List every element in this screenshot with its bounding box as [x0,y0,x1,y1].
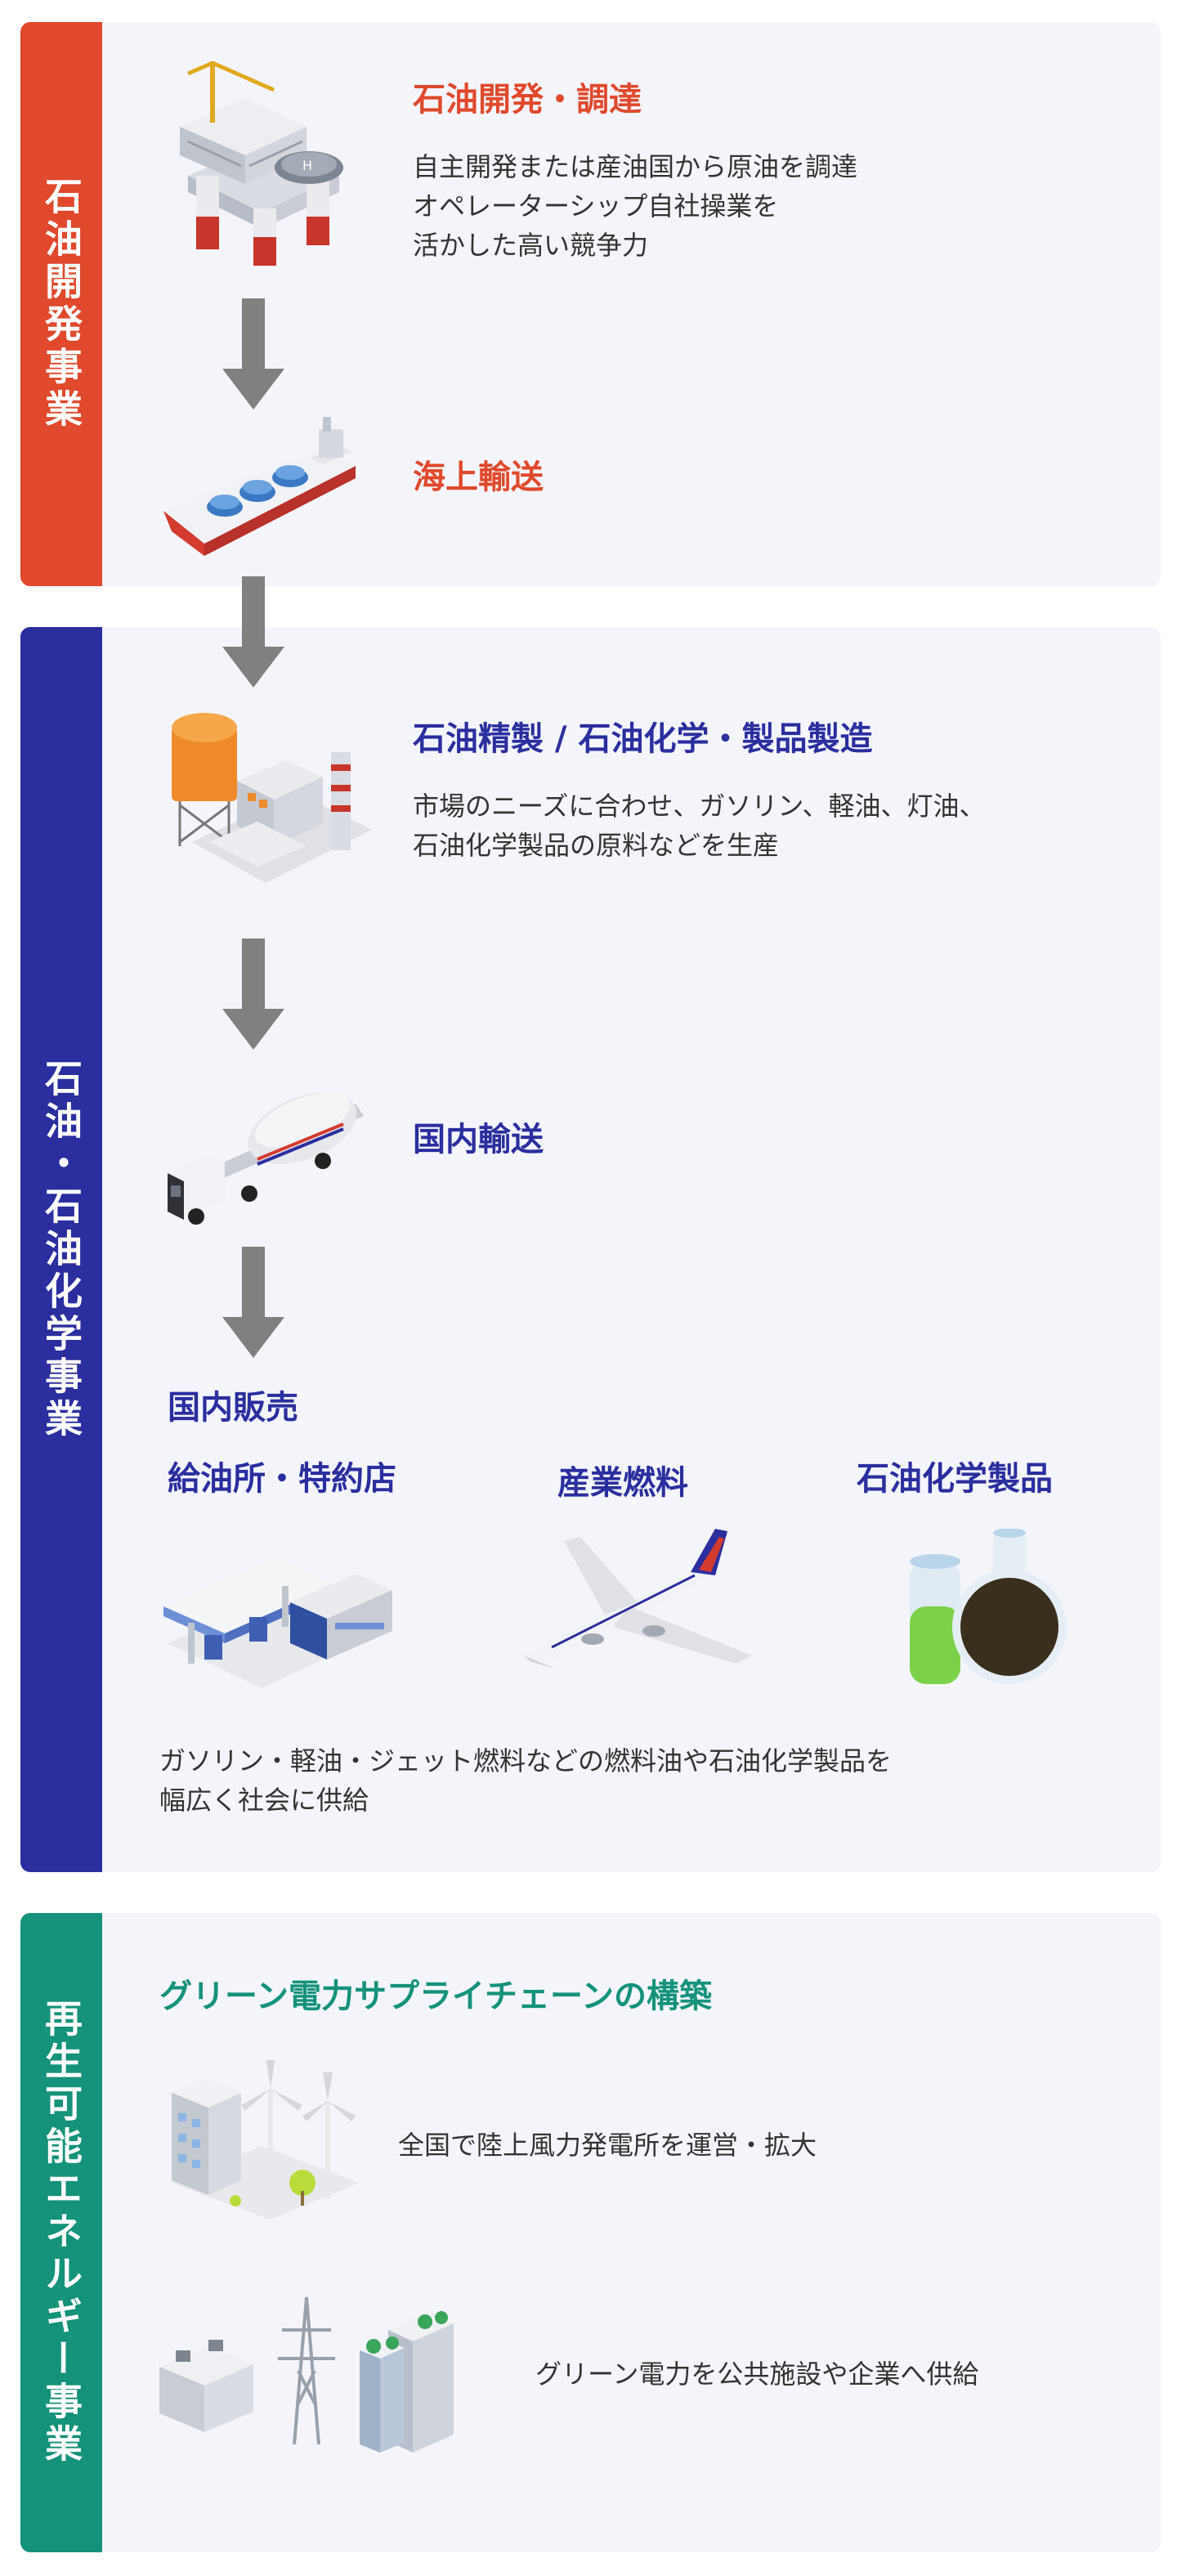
domestic-transport-title: 国内輸送 [413,1121,544,1158]
refining-title: 石油精製 / 石油化学・製品製造 [413,720,873,758]
oil-development-band: 石油開発事業 [20,22,102,586]
refining-line: 石油化学製品の原料などを生産 [413,830,780,861]
flow-arrow-icon [222,298,284,410]
airplane-icon [523,1529,752,1669]
procurement-line: オペレーターシップ自社操業を [413,190,779,222]
domestic-sales-line: 幅広く社会に供給 [159,1785,369,1816]
domestic-sales-line: ガソリン・軽油・ジェット燃料などの燃料油や石油化学製品を [159,1745,893,1776]
petroleum-band-label: 石油・石油化学事業 [39,1058,83,1441]
gas-station-icon [163,1557,392,1688]
renewable-band-label: 再生可能エネルギー事業 [39,1999,83,2466]
sea-transport-title: 海上輸送 [413,459,544,496]
wind-farm-icon [172,2060,360,2220]
flow-arrow-icon [222,939,284,1050]
renewable-item-supply: グリーン電力を公共施設や企業へ供給 [535,2359,979,2390]
tanker-truck-icon [168,1092,364,1225]
refinery-icon [172,713,372,883]
tanker-ship-icon [163,417,356,556]
refining-line: 市場のニーズに合わせ、ガソリン、軽油、灯油、 [413,791,986,822]
renewable-panel: 再生可能エネルギー事業 [20,1913,1161,2552]
renewable-title: グリーン電力サプライチェーンの構築 [159,1978,712,2015]
offshore-platform-icon: H [180,60,343,266]
flow-arrow-icon [222,576,284,688]
procurement-line: 活かした高い競争力 [413,230,649,261]
domestic-sales-description: ガソリン・軽油・ジェット燃料などの燃料油や石油化学製品を 幅広く社会に供給 [159,1741,892,1820]
flow-arrow-icon [222,1247,284,1358]
svg-text:H: H [302,158,312,173]
channel-gas-station-label: 給油所・特約店 [168,1460,396,1498]
renewable-item-wind: 全国で陸上風力発電所を運営・拡大 [398,2130,817,2161]
oil-development-band-label: 石油開発事業 [39,177,83,432]
procurement-line: 自主開発または産油国から原油を調達 [413,151,858,182]
chemical-flasks-icon [910,1529,1067,1684]
renewable-band: 再生可能エネルギー事業 [20,1913,102,2552]
petroleum-band: 石油・石油化学事業 [20,627,102,1872]
refining-description: 市場のニーズに合わせ、ガソリン、軽油、灯油、 石油化学製品の原料などを生産 [413,786,985,865]
power-supply-icon [159,2296,454,2453]
channel-petrochemical-label: 石油化学製品 [857,1460,1053,1498]
domestic-sales-title: 国内販売 [168,1389,298,1427]
channel-industrial-fuel-label: 産業燃料 [557,1464,688,1502]
procurement-description: 自主開発または産油国から原油を調達 オペレーターシップ自社操業を 活かした高い競… [413,147,857,265]
procurement-title: 石油開発・調達 [413,81,642,119]
